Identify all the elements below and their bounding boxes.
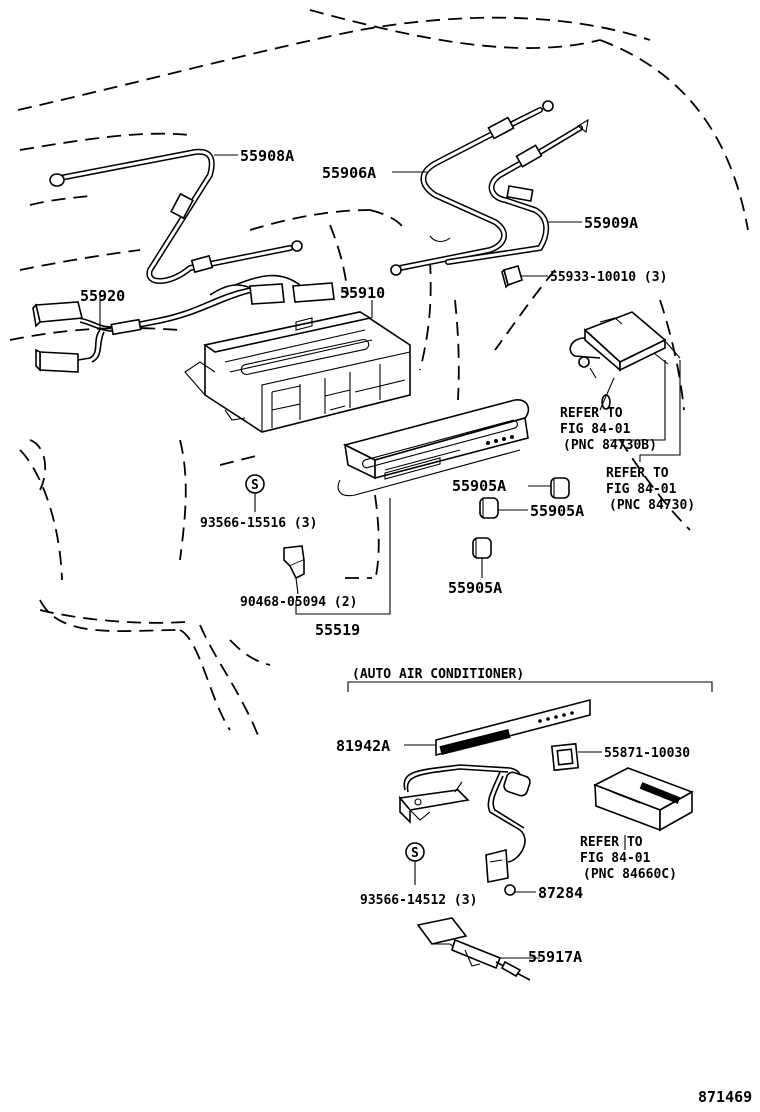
control-cable-55908A bbox=[49, 148, 303, 284]
ref1-line3: (PNC 84730B) bbox=[563, 438, 657, 453]
section-label-auto-ac: (AUTO AIR CONDITIONER) bbox=[352, 667, 524, 682]
knob-55905A-2 bbox=[479, 497, 499, 519]
label-55908A: 55908A bbox=[240, 147, 294, 165]
ref3-line2: FIG 84-01 bbox=[580, 851, 651, 866]
label-55910: 55910 bbox=[340, 284, 385, 302]
label-90468: 90468-05094 (2) bbox=[240, 595, 357, 610]
control-unit-ref bbox=[593, 767, 694, 850]
display-81942A bbox=[404, 698, 591, 757]
dashboard-outline bbox=[9, 9, 749, 741]
part-labels: 55908A 55906A 55909A 55933-10010 (3) 559… bbox=[80, 147, 690, 966]
label-55905A-3: 55905A bbox=[448, 579, 502, 597]
ref2-line2: FIG 84-01 bbox=[606, 482, 677, 497]
ref2-line3: (PNC 84730) bbox=[609, 498, 695, 513]
ref1-line2: FIG 84-01 bbox=[560, 422, 631, 437]
control-cable-55906A bbox=[390, 100, 554, 276]
ref2-line1: REFER TO bbox=[606, 466, 669, 481]
knob-55905A-3 bbox=[472, 537, 492, 559]
blower-switch-ref bbox=[569, 311, 681, 462]
label-55906A: 55906A bbox=[322, 164, 376, 182]
bracket-lower bbox=[398, 781, 470, 824]
label-87284: 87284 bbox=[538, 884, 583, 902]
auto-ac-section-bracket bbox=[347, 681, 713, 692]
label-55933: 55933-10010 (3) bbox=[550, 270, 667, 285]
label-55905A-1: 55905A bbox=[452, 477, 506, 495]
ref3-line1: REFER TO bbox=[580, 835, 643, 850]
label-55519: 55519 bbox=[315, 621, 360, 639]
heater-control-assembly-55910 bbox=[184, 311, 411, 433]
screw-symbol-text: S bbox=[251, 478, 259, 493]
label-55920: 55920 bbox=[80, 287, 125, 305]
screw-symbol-lower: S bbox=[405, 842, 425, 885]
control-panel-55519 bbox=[337, 399, 530, 497]
figure-number: 871469 bbox=[698, 1088, 752, 1106]
wire-harness-55920 bbox=[32, 274, 335, 373]
label-55905A-2: 55905A bbox=[530, 502, 584, 520]
knob-55905A-1 bbox=[550, 477, 570, 499]
ref3-line3: (PNC 84660C) bbox=[583, 867, 677, 882]
label-55871: 55871-10030 bbox=[604, 746, 690, 761]
clip-90468 bbox=[283, 545, 305, 595]
label-93566-upper: 93566-15516 (3) bbox=[200, 516, 317, 531]
label-81942A: 81942A bbox=[336, 737, 390, 755]
control-cable-55909A bbox=[445, 118, 589, 265]
reference-notes: REFER TO FIG 84-01 (PNC 84730B) REFER TO… bbox=[560, 406, 695, 882]
label-93566-lower: 93566-14512 (3) bbox=[360, 893, 477, 908]
clip-55933 bbox=[501, 265, 523, 289]
sensor-55917A bbox=[416, 917, 540, 981]
sensor-wire-87284 bbox=[403, 764, 536, 896]
label-55917A: 55917A bbox=[528, 948, 582, 966]
gasket-55871 bbox=[550, 742, 602, 772]
screw-symbol-upper: S bbox=[245, 474, 265, 512]
label-55909A: 55909A bbox=[584, 214, 638, 232]
screw-symbol-lower-text: S bbox=[411, 846, 419, 861]
leader-lines-upper bbox=[99, 154, 582, 615]
ref1-line1: REFER TO bbox=[560, 406, 623, 421]
